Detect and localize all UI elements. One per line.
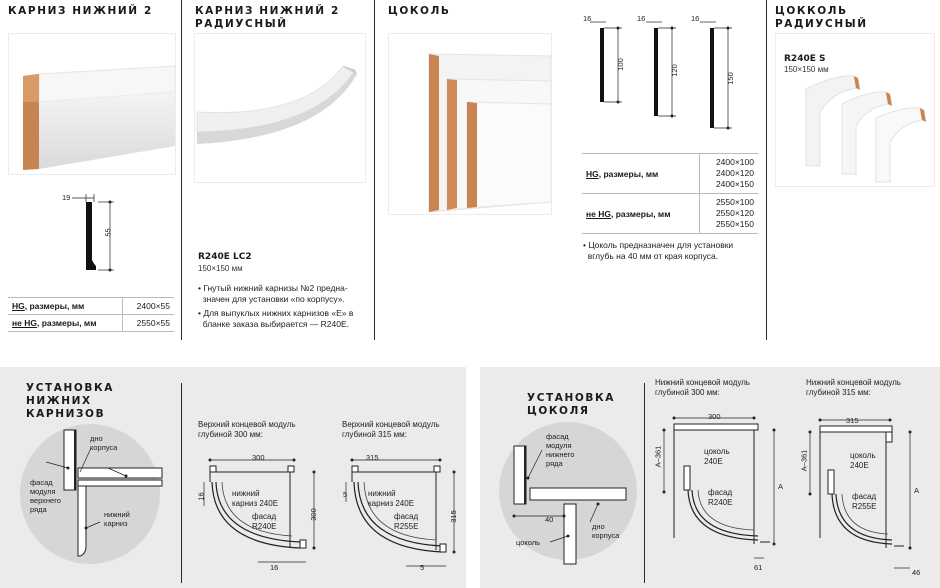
plinth-note: • Цоколь предназначен для установки вглу…	[583, 240, 734, 261]
panel-1-title: Установканижнихкарнизов	[26, 382, 114, 420]
plinth-image	[428, 53, 552, 213]
plinth-dim-h-2: 120	[669, 64, 679, 77]
panel-2-mod315-d315: 315	[846, 416, 859, 425]
cornice-2-image	[23, 65, 176, 170]
radius-plinth-image	[805, 75, 926, 183]
cornice-2-spec-table: HG, размеры, мм 2400×55 не HG, размеры, …	[8, 297, 174, 332]
column-divider	[181, 0, 182, 340]
radius-cornice-code: R240E LC2	[198, 252, 252, 262]
table-row: не HG, размеры, мм 2550×55	[8, 314, 174, 332]
radius-cornice-photo	[194, 33, 366, 183]
panel-2-mod300-drawing	[662, 416, 776, 559]
column-divider	[374, 0, 375, 340]
panel-divider	[181, 383, 182, 583]
panel-2-mod315-a361: A–361	[799, 449, 809, 472]
panel-2-mod300-a: A	[778, 482, 784, 491]
panel-divider	[644, 383, 645, 583]
panel-1-mod300-drawing	[203, 458, 316, 563]
panel-1-mod300-d300v: 300	[308, 508, 318, 521]
cornice-2-profile-drawing	[72, 194, 114, 272]
radius-cornice-image	[196, 65, 357, 144]
panel-2-title: Установкацоколя	[527, 392, 615, 417]
plinth-dim-w-1: 16	[583, 14, 592, 23]
radius-cornice-notes: • Гнутый нижний карнизы №2 предна- значе…	[198, 283, 354, 329]
plinth-photo	[388, 33, 552, 215]
cornice-2-dim-width: 19	[62, 193, 71, 202]
cornice-2-title: Карниз нижний 2	[8, 5, 153, 17]
plinth-title: Цоколь	[388, 5, 451, 17]
radius-cornice-size: 150×150 мм	[198, 264, 243, 273]
panel-2-mod315-drawing	[808, 418, 912, 569]
panel-1-detail-drawing	[45, 429, 163, 557]
plinth-dim-h-1: 100	[615, 58, 625, 71]
panel-2-mod300-d61: 61	[754, 563, 763, 572]
panel-1-mod300-d16b: 16	[270, 563, 279, 572]
panel-2-mod315-d46: 46	[912, 568, 921, 577]
table-row: HG, размеры, мм 2400×55	[8, 297, 174, 315]
panel-2-detail-drawing	[512, 445, 627, 565]
panel-2-label-plinth: цоколь	[516, 538, 541, 547]
radius-plinth-photo: R240E S 150×150 мм	[775, 33, 935, 187]
radius-plinth-title: Цокколь радиусный	[775, 5, 868, 30]
panel-1-mod315-d315: 315	[366, 453, 379, 462]
panel-1-mod315-d5: 5	[343, 490, 348, 499]
plinth-profiles-drawing	[590, 21, 732, 130]
panel-1-mod315-drawing	[345, 458, 456, 567]
cornice-2-photo	[8, 33, 176, 175]
panel-2-label-d40: 40	[545, 515, 554, 524]
panel-1-mod300-d300: 300	[252, 453, 265, 462]
panel-2-mod315-a: A	[914, 486, 920, 495]
panel-1-mod300-d16: 16	[196, 492, 206, 501]
plinth-dim-w-3: 16	[691, 14, 700, 23]
radius-plinth-code: R240E S	[784, 54, 826, 64]
panel-2-mod300-d300: 300	[708, 412, 721, 421]
panel-1-mod315-d315v: 315	[448, 510, 458, 523]
plinth-dim-w-2: 16	[637, 14, 646, 23]
panel-2-mod300-a361: A–361	[653, 445, 663, 468]
panel-1-detail-circle	[20, 424, 160, 564]
column-divider	[766, 0, 767, 340]
panel-1-mod315-d5b: 5	[420, 563, 425, 572]
radius-cornice-title: Карниз нижний 2радиусный	[195, 5, 340, 30]
cornice-2-dim-height: 55	[103, 228, 113, 237]
plinth-dim-h-3: 150	[725, 72, 735, 85]
radius-plinth-size: 150×150 мм	[784, 65, 829, 74]
